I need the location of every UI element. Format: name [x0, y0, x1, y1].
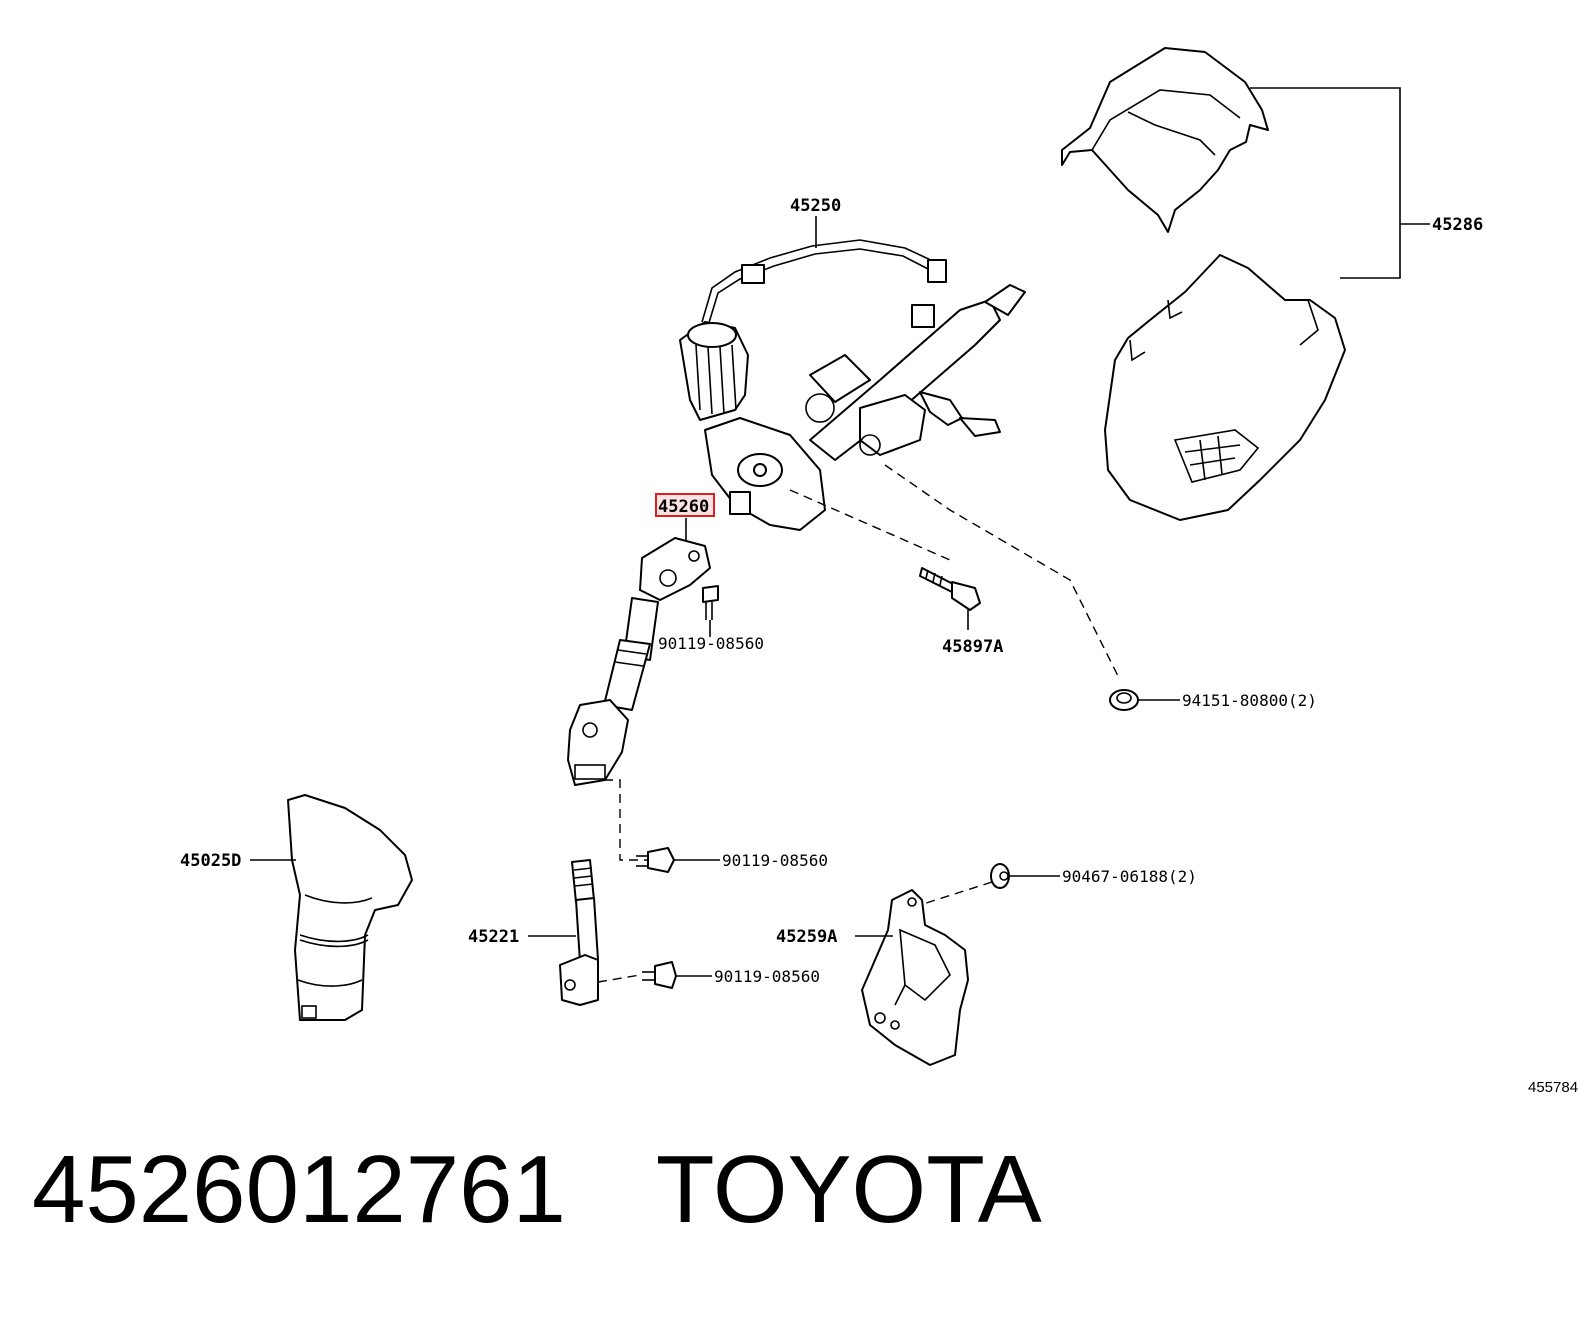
label-90119-middle: 90119-08560	[722, 851, 828, 870]
footer-caption: 4526012761 TOYOTA	[32, 1135, 1572, 1255]
shaft-45221[interactable]	[559, 859, 599, 1006]
bolt-45897a[interactable]	[919, 567, 981, 611]
label-45260[interactable]: 45260	[658, 497, 709, 517]
bolt-90119-upper[interactable]	[702, 585, 719, 620]
label-45286: 45286	[1432, 215, 1483, 235]
reference-number: 455784	[1528, 1079, 1578, 1096]
highlight-box-45260	[655, 493, 715, 517]
nut-94151[interactable]	[1109, 689, 1139, 711]
label-45221: 45221	[468, 927, 519, 947]
label-90119-lower: 90119-08560	[714, 967, 820, 986]
label-94151: 94151-80800(2)	[1182, 691, 1317, 710]
label-45897a: 45897A	[942, 637, 1003, 657]
label-45259a: 45259A	[776, 927, 837, 947]
bolt-90119-lower[interactable]	[642, 961, 677, 989]
column-cover-upper[interactable]	[1061, 47, 1269, 233]
label-45025d: 45025D	[180, 851, 241, 871]
bolt-90119-middle[interactable]	[636, 847, 675, 873]
cover-45259a[interactable]	[861, 889, 969, 1066]
parts-diagram: 45286 45250	[180, 47, 1578, 1096]
column-cover-lower[interactable]	[1104, 254, 1346, 521]
screw-90467[interactable]	[990, 863, 1010, 889]
boot-45025d[interactable]	[287, 794, 413, 1021]
label-90119-upper: 90119-08560	[658, 634, 764, 653]
part-number: 4526012761	[32, 1136, 566, 1243]
steering-column-assembly[interactable]	[679, 239, 1026, 531]
intermediate-shaft-45260[interactable]	[567, 537, 711, 786]
brand-name: TOYOTA	[655, 1136, 1042, 1243]
label-45250: 45250	[790, 196, 841, 216]
label-90467: 90467-06188(2)	[1062, 867, 1197, 886]
